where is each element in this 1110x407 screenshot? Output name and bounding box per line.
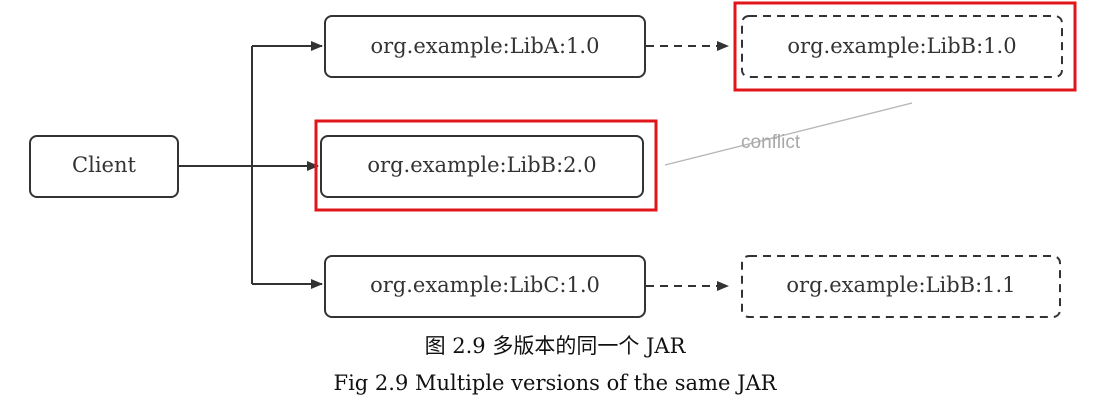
node-lib-a: org.example:LibA:1.0	[324, 15, 646, 78]
figure-caption-english: Fig 2.9 Multiple versions of the same JA…	[333, 371, 777, 395]
client-edges	[178, 41, 323, 289]
node-lib-c-box	[324, 255, 646, 318]
node-lib-b-2-0-label: org.example:LibB:2.0	[367, 153, 596, 177]
node-lib-b-1-0-box	[741, 15, 1063, 78]
node-lib-b-2-0-box	[320, 135, 644, 198]
conflict-line	[664, 102, 913, 166]
node-lib-a-box	[324, 15, 646, 78]
node-client-label: Client	[72, 153, 136, 177]
figure-caption-chinese: 图 2.9 多版本的同一个 JAR	[424, 334, 686, 358]
node-lib-b-1-1-label: org.example:LibB:1.1	[786, 273, 1015, 297]
conflict-highlight-lib-b-2-0	[314, 119, 658, 212]
node-lib-c: org.example:LibC:1.0	[324, 255, 646, 318]
node-lib-b-1-1-box	[741, 255, 1061, 318]
node-lib-b-2-0: org.example:LibB:2.0	[314, 119, 658, 212]
transitive-edges	[646, 41, 729, 291]
node-lib-b-1-0-label: org.example:LibB:1.0	[787, 34, 1016, 58]
conflict-highlight-lib-b-1-0	[733, 1, 1077, 92]
node-lib-b-1-1: org.example:LibB:1.1	[741, 255, 1061, 318]
conflict-label: conflict	[741, 132, 801, 153]
node-lib-c-label: org.example:LibC:1.0	[370, 273, 600, 297]
node-lib-b-1-0: org.example:LibB:1.0	[733, 1, 1077, 92]
node-client: Client	[29, 135, 179, 198]
node-lib-a-label: org.example:LibA:1.0	[371, 34, 600, 58]
dependency-diagram: conflict Client org.example:LibA:1.0 org…	[29, 1, 1077, 318]
node-client-box	[29, 135, 179, 198]
